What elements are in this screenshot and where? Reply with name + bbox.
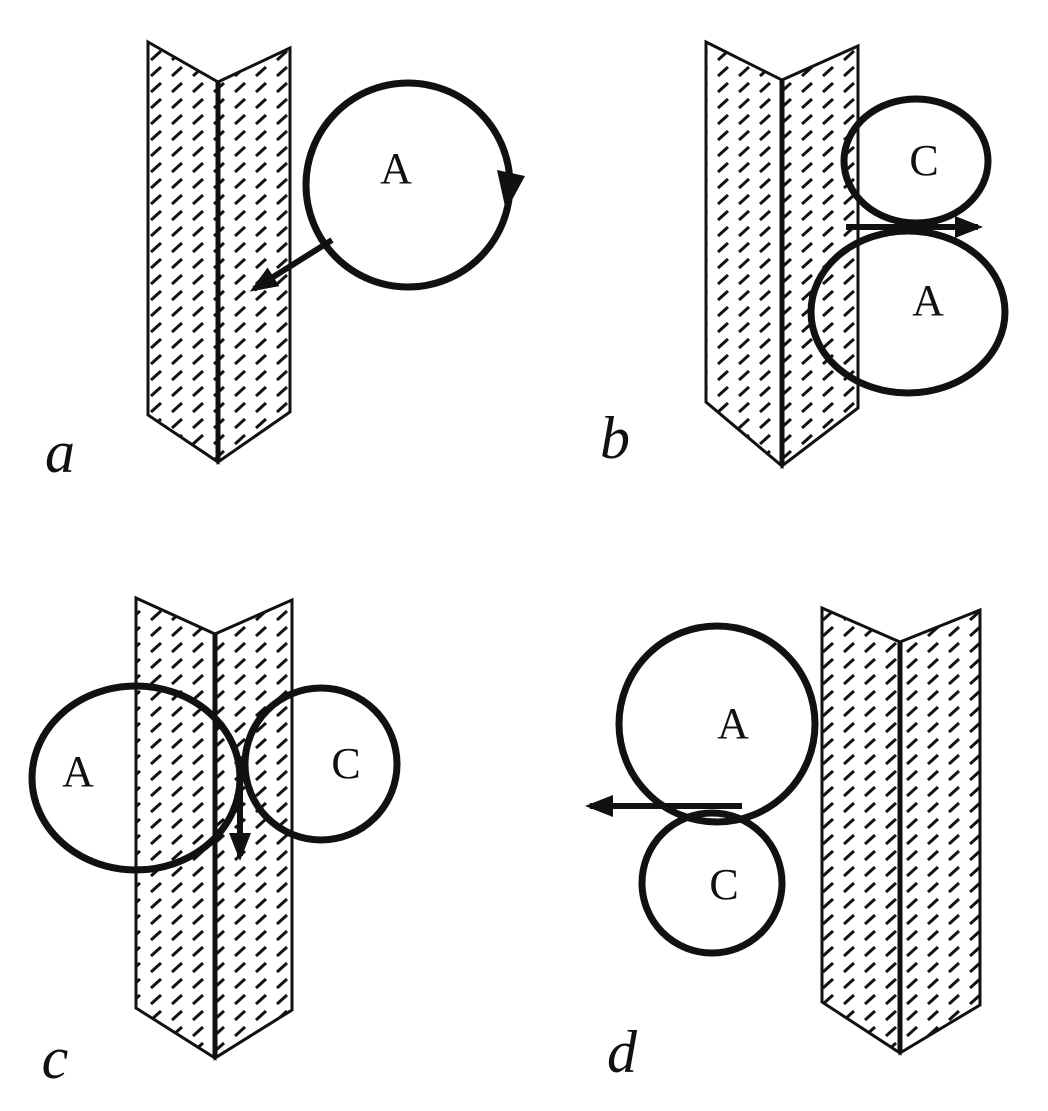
fold-left-face xyxy=(704,39,784,470)
panel-b-label: b xyxy=(600,405,630,471)
panel-d-label: d xyxy=(607,1019,638,1085)
fold-left-face xyxy=(134,595,217,1061)
panel-d: A C d xyxy=(585,605,982,1085)
panel-c: A C c xyxy=(28,595,401,1091)
roller-a-circle xyxy=(807,227,1009,397)
contact-arrow-icon xyxy=(249,237,334,292)
fold-right-face xyxy=(780,43,860,470)
panel-c-label: c xyxy=(42,1025,69,1091)
roller-c-circle xyxy=(241,684,401,844)
fold-left-face xyxy=(146,39,220,465)
roller-c-circle xyxy=(638,809,786,957)
roller-a-label: A xyxy=(912,276,944,325)
panel-b: C A b xyxy=(600,39,1009,471)
roller-c-circle xyxy=(840,95,992,227)
panel-a-label: a xyxy=(45,419,75,485)
roller-a-label: A xyxy=(717,699,749,748)
roller-a-circle xyxy=(28,682,244,874)
panel-a: A a xyxy=(45,39,525,485)
roller-c-label: C xyxy=(909,136,938,185)
roller-a-label: A xyxy=(380,144,412,193)
roller-c-label: C xyxy=(331,739,360,788)
roller-c-label: C xyxy=(709,860,738,909)
fold-right-face xyxy=(216,45,292,465)
roller-a-circle xyxy=(615,622,819,826)
fold-left-face xyxy=(820,605,902,1056)
rotation-arrowhead-icon xyxy=(497,170,525,211)
fold-right-face xyxy=(898,607,982,1056)
roller-a-label: A xyxy=(62,747,94,796)
